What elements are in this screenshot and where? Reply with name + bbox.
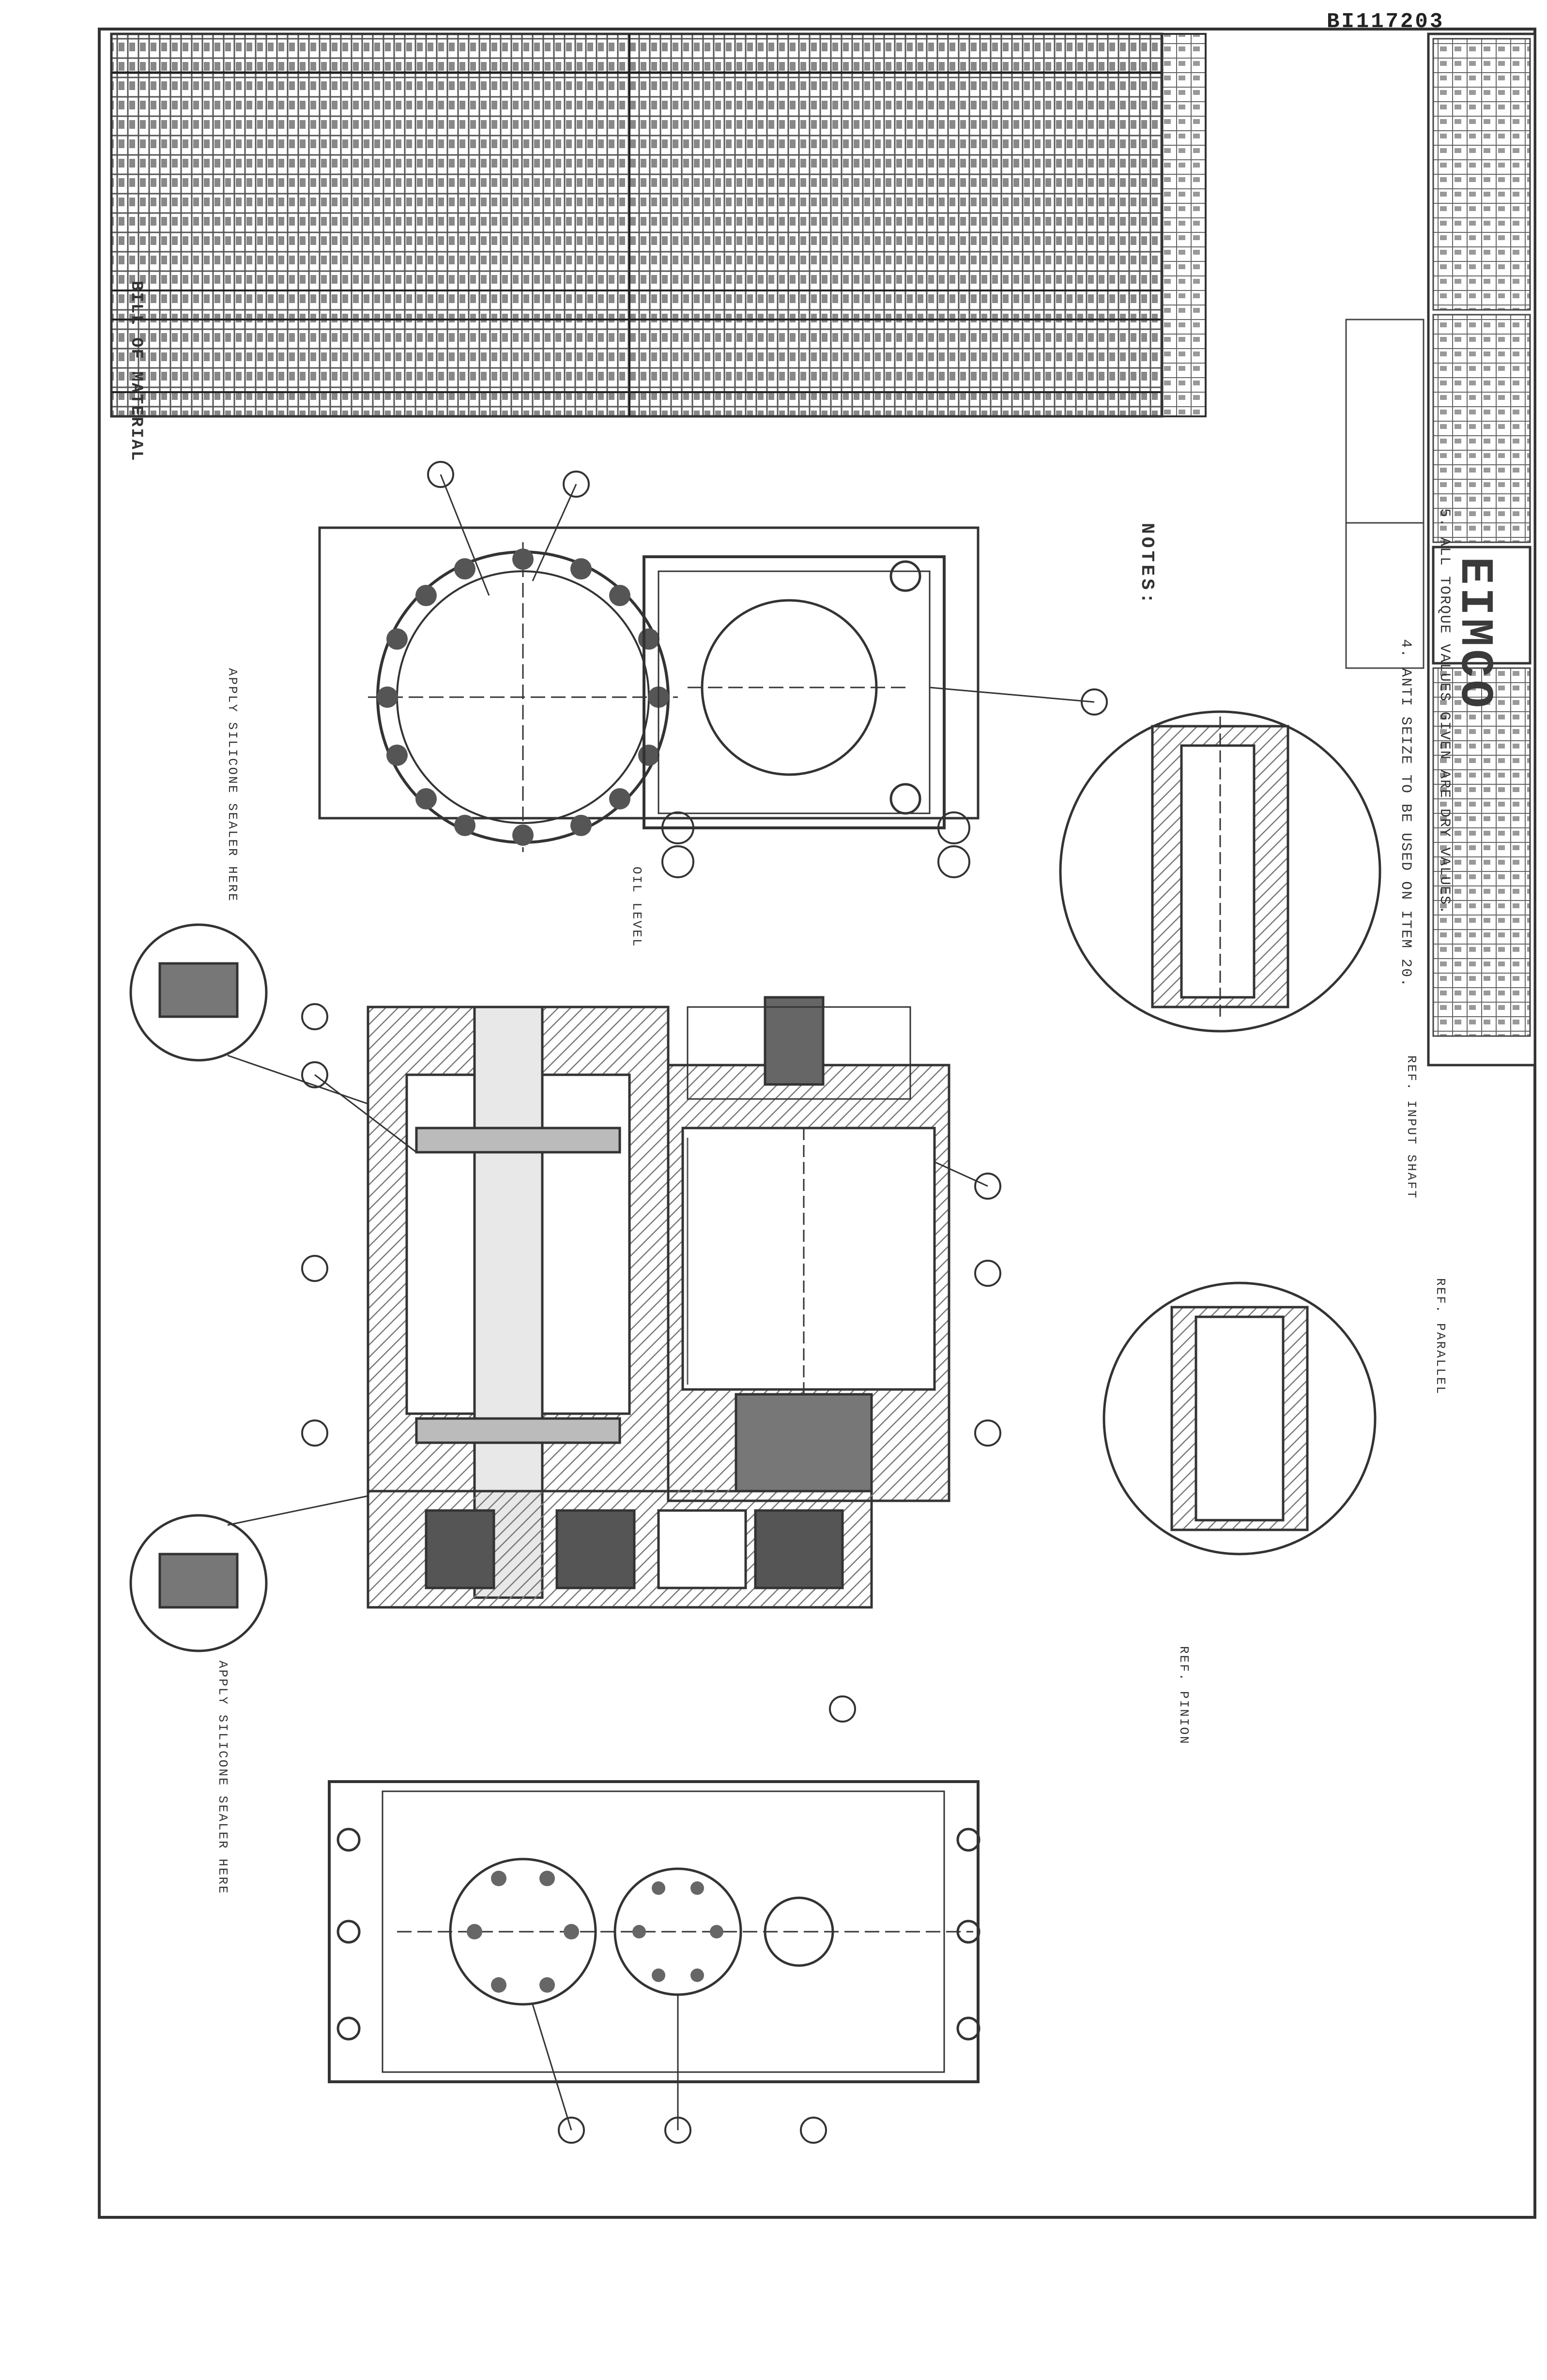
title-block (1345, 32, 1536, 1067)
callout-oil-level: OIL LEVEL (629, 867, 644, 948)
top-view (318, 526, 980, 878)
item-balloons (301, 461, 1108, 2144)
leader-lines (227, 474, 1095, 2131)
section-view (367, 996, 950, 1609)
logo-box (1432, 546, 1532, 665)
bill-of-material-table (110, 32, 1207, 418)
company-logo: EIMCO (1448, 557, 1501, 711)
note-4: 4. ANTI SEIZE TO BE USED ON ITEM 20. (1397, 639, 1414, 988)
sheet-border (98, 28, 1536, 2219)
detail-circles (129, 710, 1381, 1652)
callout-ref-parallel: REF. PARALLEL (1433, 1278, 1448, 1395)
callout-apply-silicone-bottom: APPLY SILICONE SEALER HERE (215, 1661, 230, 1895)
callout-apply-silicone-top: APPLY SILICONE SEALER HERE (225, 668, 240, 902)
bom-title: BILL OF MATERIAL (127, 281, 145, 462)
notes-title: NOTES: (1136, 523, 1157, 607)
bottom-view (328, 1780, 980, 2083)
callout-ref-input-shaft: REF. INPUT SHAFT (1404, 1055, 1419, 1200)
callout-ref-pinion: REF. PINION (1177, 1646, 1191, 1745)
